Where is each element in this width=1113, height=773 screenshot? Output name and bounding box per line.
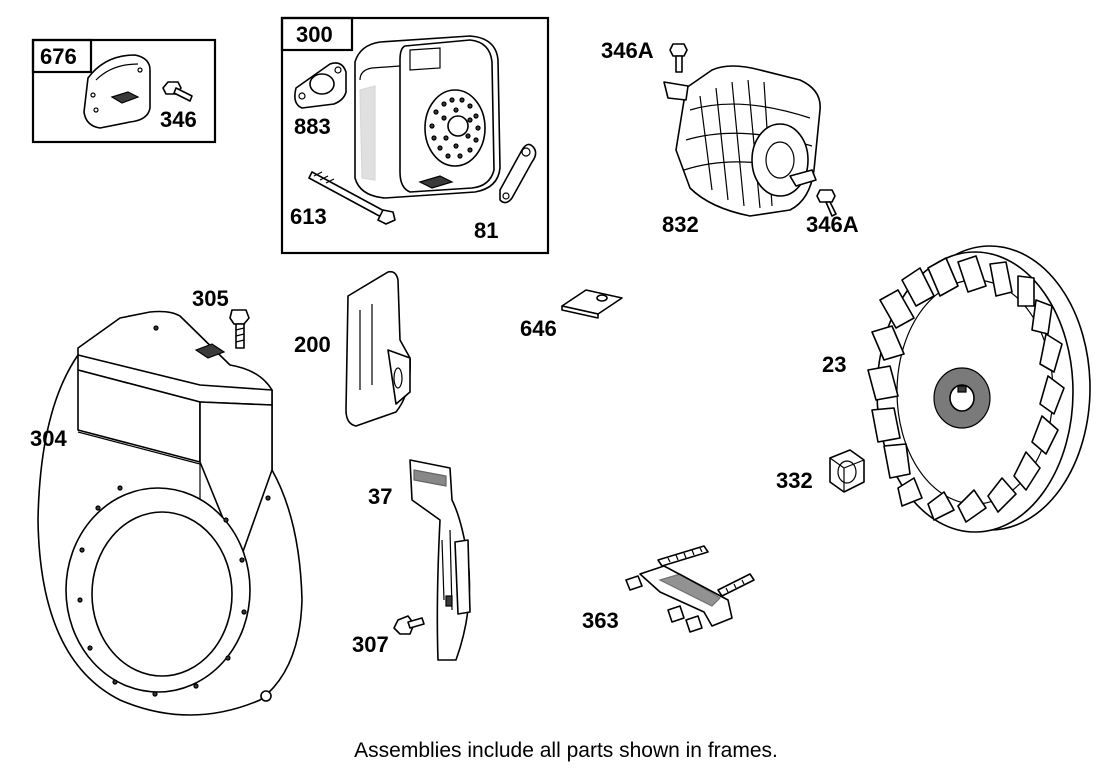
air-guide-200-part — [345, 270, 412, 427]
frame-300-tag-box — [280, 16, 354, 52]
screw-305-part — [229, 309, 250, 349]
part-label-346A-top: 346A — [601, 38, 654, 63]
part-label-346A-bottom: 346A — [806, 212, 859, 237]
muffler-body-part — [354, 35, 501, 199]
frame-676-tag-box — [31, 38, 93, 74]
screw-307-part — [393, 615, 425, 635]
part-label-883: 883 — [294, 114, 331, 139]
diagram-caption: Assemblies include all parts shown in fr… — [354, 739, 778, 762]
frame-300: 300 883 — [280, 16, 550, 255]
part-label-332: 332 — [776, 468, 813, 493]
part-label-23: 23 — [822, 352, 846, 377]
bolt-346A-top-part — [669, 43, 688, 73]
nut-332-part — [829, 449, 865, 493]
part-label-307: 307 — [352, 632, 389, 657]
plate-646-part — [561, 289, 623, 319]
flywheel-23-part — [867, 245, 1091, 533]
part-label-81: 81 — [474, 218, 498, 243]
muffler-guard-832-part — [663, 65, 821, 217]
frame-676-tag: 676 — [40, 44, 77, 69]
lock-plate-81-part — [499, 143, 537, 204]
part-label-613: 613 — [290, 204, 327, 229]
part-label-305: 305 — [192, 286, 229, 311]
part-label-304: 304 — [30, 426, 67, 451]
part-label-37: 37 — [368, 484, 392, 509]
bolt-346-part — [162, 81, 193, 102]
part-label-832: 832 — [662, 212, 699, 237]
blower-housing-304-part — [37, 310, 303, 716]
part-label-200: 200 — [294, 332, 331, 357]
part-label-646: 646 — [520, 316, 557, 341]
bolt-346A-bottom-part — [816, 189, 837, 217]
part-label-363: 363 — [582, 608, 619, 633]
gasket-883-part — [294, 62, 347, 109]
bracket-363-part — [625, 545, 755, 633]
bolt-613-part — [308, 171, 396, 225]
air-guide-37-part — [409, 459, 471, 661]
part-label-346: 346 — [160, 107, 197, 132]
muffler-guard-676-part — [83, 54, 151, 129]
frame-300-tag: 300 — [296, 22, 333, 47]
frame-676: 676 346 — [31, 38, 217, 144]
